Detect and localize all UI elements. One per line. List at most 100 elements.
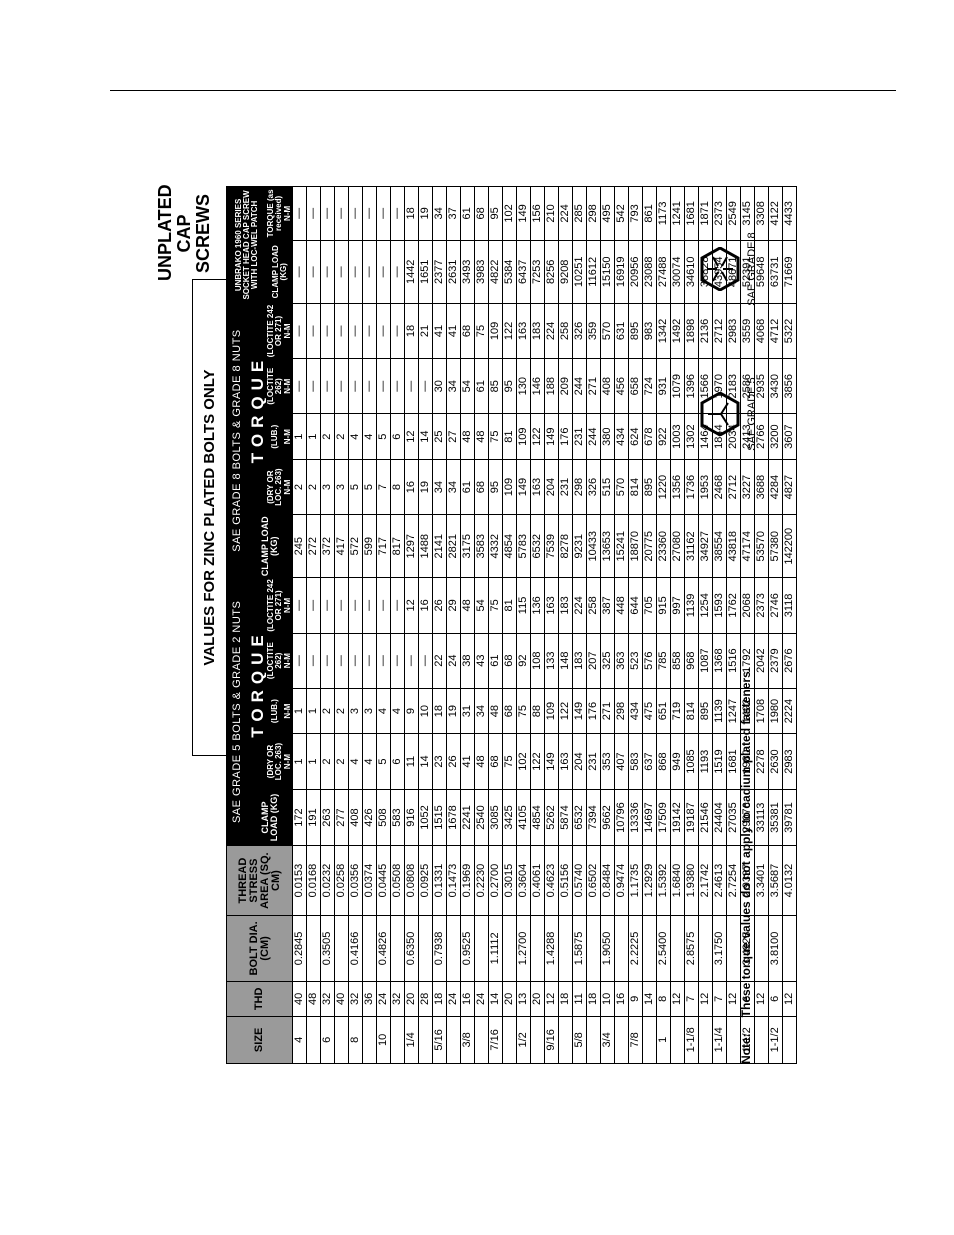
cell-size [474,1016,489,1064]
cell-clamp-5: 1515 [432,789,447,846]
cell-size: 7/8 [628,1016,643,1064]
cell-thd: 11 [572,981,587,1017]
cell-torque-5-dry: 4 [348,733,363,790]
cell-torque-5-242: 26 [432,577,447,634]
cell-clamp-5: 426 [362,789,377,846]
cell-clamp-u: 30074 [670,240,685,304]
cell-thread-area: 0.0153 [292,845,307,916]
cell-torque-8-242: — [334,303,349,359]
cell-size: 1-1/8 [684,1016,699,1064]
cell-clamp-8: 57380 [768,514,783,578]
cell-thd: 40 [292,981,307,1017]
unit-nm: N-M [283,577,293,634]
cell-thd: 24 [446,981,461,1017]
cell-thread-area: 2.4613 [712,845,727,916]
cell-clamp-u: 7253 [530,240,545,304]
cell-torque-5-dry: 1085 [684,733,699,790]
cell-torque-u: 4122 [768,186,783,241]
cell-torque-5-dry: 48 [474,733,489,790]
cell-thread-area: 1.1735 [628,845,643,916]
cell-torque-5-242: 1593 [712,577,727,634]
cell-size [390,1016,405,1064]
cell-torque-8-dry: 5 [362,459,377,515]
cell-clamp-u: 8256 [544,240,559,304]
cell-thread-area: 2.1742 [698,845,713,916]
cell-torque-8-dry: 4827 [782,459,797,515]
cell-torque-u: 102 [502,186,517,241]
cell-torque-8-lub: 4 [362,413,377,460]
cell-torque-5-dry: 1 [292,733,307,790]
cell-bolt-dia: 1.4288 [544,915,559,982]
cell-torque-u: 1241 [670,186,685,241]
cell-torque-8-262: 1396 [684,358,699,414]
cell-thread-area: 0.8484 [600,845,615,916]
cell-torque-8-dry: 109 [502,459,517,515]
cell-torque-8-242: 326 [572,303,587,359]
cell-bolt-dia [530,915,545,982]
cell-thread-area: 0.0232 [320,845,335,916]
cell-torque-u: 1173 [656,186,671,241]
cell-torque-8-dry: 61 [460,459,475,515]
cell-clamp-8: 20775 [642,514,657,578]
cell-torque-5-242: 1139 [684,577,699,634]
cell-torque-8-lub: 149 [544,413,559,460]
cell-clamp-5: 508 [376,789,391,846]
cell-clamp-u: 20956 [628,240,643,304]
cell-torque-5-262: 363 [614,633,629,689]
cell-torque-5-242: 75 [488,577,503,634]
cell-torque-8-242: 570 [600,303,615,359]
cell-clamp-8: 27080 [670,514,685,578]
header-lub-8: (LUB.) [266,413,284,460]
cell-torque-5-lub: 719 [670,688,685,734]
cell-thread-area: 3.3401 [754,845,769,916]
cell-torque-5-dry: 949 [670,733,685,790]
cell-torque-8-262: 456 [614,358,629,414]
cell-clamp-u: — [320,240,335,304]
cell-torque-8-lub: 1 [306,413,321,460]
cell-torque-8-lub: 380 [600,413,615,460]
cell-thread-area: 0.1969 [460,845,475,916]
cell-clamp-8: 572 [348,514,363,578]
cell-torque-5-dry: 2 [334,733,349,790]
cell-torque-8-dry: 68 [474,459,489,515]
cell-torque-8-262: 931 [656,358,671,414]
cell-torque-8-dry: 515 [600,459,615,515]
cell-torque-8-242: — [320,303,335,359]
cell-torque-8-242: 895 [628,303,643,359]
cell-torque-8-262: 658 [628,358,643,414]
cell-clamp-5: 21546 [698,789,713,846]
cell-torque-5-lub: 651 [656,688,671,734]
cell-size [502,1016,517,1064]
cell-torque-8-dry: 1220 [656,459,671,515]
group-unbrako: UNBRAKO 1960 SERIES SOCKET HEAD CAP SCRE… [226,186,267,304]
cell-torque-5-242: 81 [502,577,517,634]
cell-thd: 12 [544,981,559,1017]
cell-torque-5-lub: 2 [320,688,335,734]
cell-torque-8-262: 408 [600,358,615,414]
cell-thread-area: 0.1473 [446,845,461,916]
cell-torque-5-lub: 434 [628,688,643,734]
cell-torque-5-242: — [306,577,321,634]
grade8-label: SAE GRADE 8 [746,232,758,306]
cell-bolt-dia: 0.6350 [404,915,419,982]
header-dry-8: (DRY OR LOC. 263) [266,459,284,515]
cell-clamp-u: 34610 [684,240,699,304]
top-rule [110,90,896,91]
cell-size [614,1016,629,1064]
cell-torque-5-262: 207 [586,633,601,689]
cell-torque-u: 861 [642,186,657,241]
cell-clamp-u: 63731 [768,240,783,304]
cell-bolt-dia [586,915,601,982]
cell-clamp-u: 11612 [586,240,601,304]
cell-torque-5-262: 68 [502,633,517,689]
cell-torque-8-242: 122 [502,303,517,359]
cell-clamp-u: 1651 [418,240,433,304]
cell-torque-8-lub: 75 [488,413,503,460]
cell-torque-5-lub: 4 [376,688,391,734]
cell-clamp-u: 2631 [446,240,461,304]
